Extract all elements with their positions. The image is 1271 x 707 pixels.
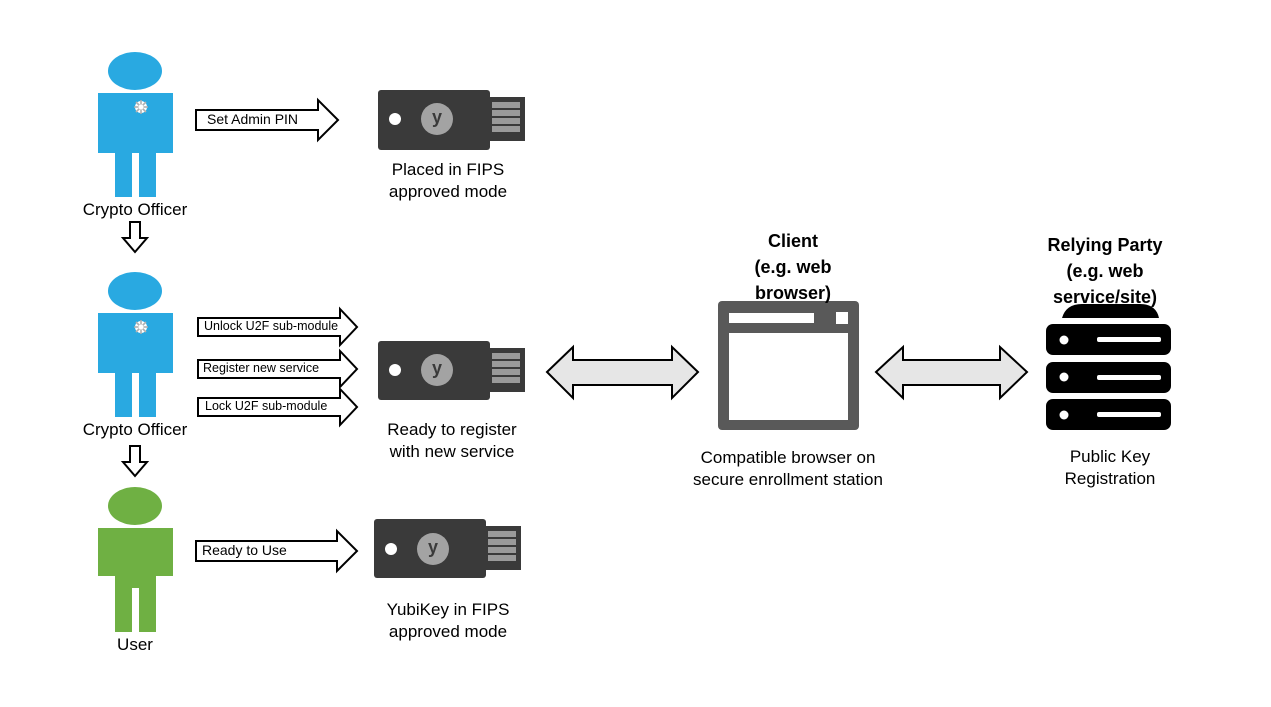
arrow-register-service	[197, 348, 359, 390]
double-arrow-client-server	[874, 344, 1029, 401]
browser-window-icon	[718, 301, 859, 430]
client-title-line3: browser)	[754, 283, 832, 303]
officer-badge-icon-1	[134, 100, 148, 114]
lock-u2f-label: Lock U2F sub-module	[205, 399, 328, 413]
crypto-officer-figure-2	[98, 272, 173, 417]
key2-caption: Ready to register with new service	[362, 419, 542, 463]
key3-caption-line1: YubiKey in FIPS	[386, 600, 510, 619]
yubikey-logo-3: y	[427, 537, 438, 557]
relying-party-title-line3: service/site)	[1052, 287, 1158, 307]
key3-caption-line2: approved mode	[388, 622, 508, 641]
down-arrow-icon-1	[120, 221, 150, 254]
client-caption-line1: Compatible browser on	[700, 448, 876, 467]
relying-party-title-line2: (e.g. web	[1066, 261, 1144, 281]
user-label: User	[117, 635, 153, 654]
client-caption: Compatible browser on secure enrollment …	[668, 447, 908, 491]
relying-party-caption: Public Key Registration	[1030, 446, 1190, 490]
down-arrow-icon-2	[120, 445, 150, 478]
client-title: Client (e.g. web browser)	[713, 228, 873, 306]
ready-to-use-label: Ready to Use	[202, 542, 287, 558]
arrow-unlock-u2f	[197, 306, 359, 348]
key1-caption-line2: approved mode	[388, 182, 508, 201]
relying-party-caption-line1: Public Key	[1069, 447, 1151, 466]
key2-caption-line2: with new service	[389, 442, 515, 461]
server-icon	[1046, 304, 1171, 430]
client-title-line2: (e.g. web	[754, 257, 832, 277]
relying-party-title-line1: Relying Party	[1047, 235, 1163, 255]
user-figure	[98, 487, 173, 632]
key3-caption: YubiKey in FIPS approved mode	[358, 599, 538, 643]
key1-caption: Placed in FIPS approved mode	[358, 159, 538, 203]
set-admin-pin-label: Set Admin PIN	[207, 111, 299, 127]
crypto-officer-figure-1	[98, 52, 173, 197]
arrow-set-admin-pin	[195, 97, 340, 143]
double-arrow-key-client	[545, 344, 700, 401]
yubikey-logo-1: y	[431, 107, 442, 127]
yubikey-icon-1	[378, 90, 525, 150]
client-title-line1: Client	[767, 231, 818, 251]
arrow-lock-u2f	[197, 386, 359, 428]
key1-caption-line1: Placed in FIPS	[391, 160, 505, 179]
client-caption-line2: secure enrollment station	[693, 470, 883, 489]
yubikey-icon-2	[378, 341, 525, 400]
relying-party-title: Relying Party (e.g. web service/site)	[1020, 232, 1190, 310]
register-service-label: Register new service	[203, 361, 320, 375]
yubikey-icon-3	[374, 519, 521, 578]
key2-caption-line1: Ready to register	[387, 420, 517, 439]
yubikey-logo-2: y	[431, 358, 442, 378]
unlock-u2f-label: Unlock U2F sub-module	[204, 319, 339, 333]
relying-party-caption-line2: Registration	[1064, 469, 1156, 488]
arrow-ready-to-use	[195, 528, 359, 574]
crypto-officer-label-1: Crypto Officer	[82, 200, 188, 219]
crypto-officer-label-2: Crypto Officer	[82, 420, 188, 439]
officer-badge-icon-2	[134, 320, 148, 334]
